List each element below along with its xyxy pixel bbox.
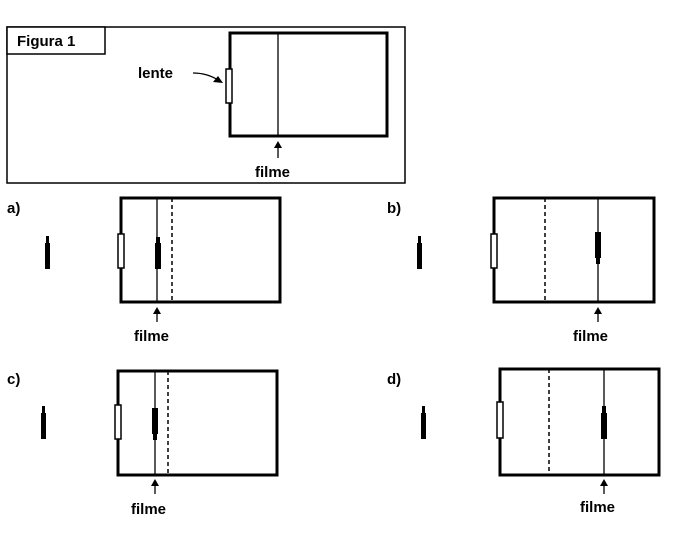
film-arrowhead-d-icon	[600, 479, 608, 486]
option-a-letter: a)	[7, 200, 20, 217]
film-label-a: filme	[134, 328, 169, 345]
object-b	[417, 243, 422, 269]
image-d-tip	[602, 406, 606, 414]
lens-pointer-arrow-icon	[192, 72, 219, 81]
object-a	[45, 243, 50, 269]
figure-1-title-box	[6, 26, 106, 55]
lens-c	[114, 404, 122, 440]
camera-box-a	[119, 196, 282, 304]
image-c	[152, 408, 158, 434]
option-c-letter: c)	[7, 371, 20, 388]
object-d-tip	[422, 406, 425, 414]
camera-box-b	[492, 196, 656, 304]
camera-box	[228, 31, 389, 138]
film-label-c: filme	[131, 501, 166, 518]
option-b-letter: b)	[387, 200, 401, 217]
object-c-tip	[42, 406, 45, 414]
object-d	[421, 413, 426, 439]
lens-d	[496, 401, 504, 439]
film-arrowhead-icon	[274, 141, 282, 148]
film-arrowhead-c-icon	[151, 479, 159, 486]
figure-1-title: Figura 1	[17, 33, 75, 50]
image-b	[595, 232, 601, 258]
option-c: c) filme	[7, 369, 279, 518]
lens-a	[117, 233, 125, 269]
figure-1: Figura 1 lente filme	[6, 26, 406, 184]
lens-arrowhead-icon	[213, 76, 223, 83]
image-b-tip	[596, 257, 600, 264]
option-b: b) filme	[387, 196, 656, 345]
film-arrowhead-b-icon	[594, 307, 602, 314]
option-d-letter: d)	[387, 371, 401, 388]
image-a-tip	[156, 237, 160, 244]
film-label-d: filme	[580, 499, 615, 516]
film-label-b: filme	[573, 328, 608, 345]
object-b-tip	[418, 236, 421, 244]
object-c	[41, 413, 46, 439]
camera-box-d	[498, 367, 661, 477]
image-a	[155, 243, 161, 269]
film-arrowhead-a-icon	[153, 307, 161, 314]
image-c-tip	[153, 433, 157, 440]
lens	[225, 68, 233, 104]
option-d: d) filme	[387, 367, 661, 516]
object-a-tip	[46, 236, 49, 244]
figure-1-frame	[6, 26, 406, 184]
lens-label: lente	[138, 65, 173, 82]
film-label: filme	[255, 164, 290, 181]
lens-b	[490, 233, 498, 269]
option-a: a) filme	[7, 196, 282, 345]
image-d	[601, 413, 607, 439]
camera-box-c	[116, 369, 279, 477]
